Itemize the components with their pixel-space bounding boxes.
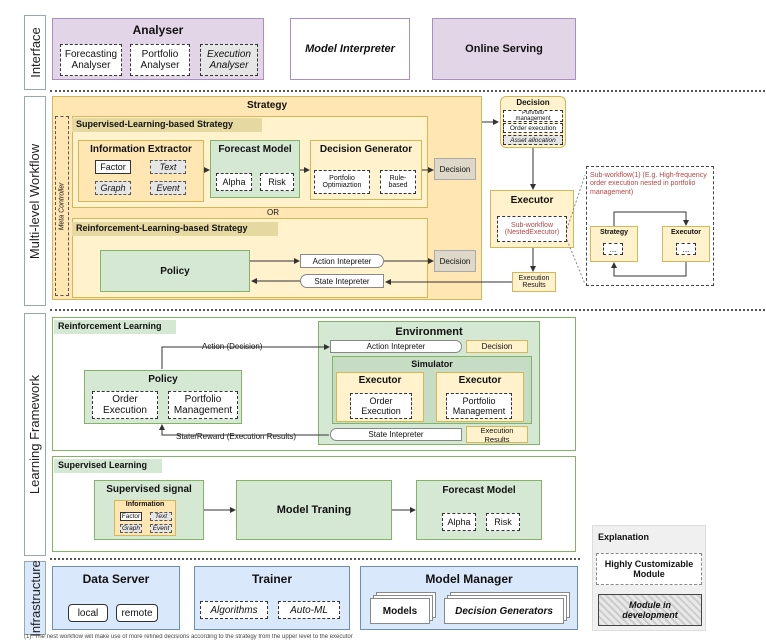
- text-item: Text: [150, 160, 186, 174]
- sl-risk: Risk: [486, 513, 520, 531]
- separator: [50, 309, 765, 311]
- sl-title: Supervised Learning: [54, 459, 162, 473]
- sl-graph: Graph: [120, 524, 142, 533]
- sl-information-title: Information: [125, 501, 165, 508]
- decision-asset: Asset allocation: [503, 135, 563, 145]
- legend-title: Explanation: [598, 532, 650, 542]
- separator: [50, 558, 580, 560]
- data-server-title: Data Server: [82, 572, 150, 586]
- local-button: local: [68, 604, 108, 622]
- sl-text: Text: [150, 512, 172, 521]
- sub-strategy-box: Strategy: [590, 226, 638, 262]
- sl-factor: Factor: [120, 512, 142, 521]
- trainer-title: Trainer: [251, 572, 293, 586]
- row-label-interface: Interface: [24, 15, 46, 90]
- decision-portfolio: Portfolio management: [503, 110, 563, 122]
- algorithms-item: Algorithms: [200, 601, 268, 619]
- model-training-box: Model Traning: [236, 480, 392, 540]
- portfolio-analyser: Portfolio Analyser: [130, 44, 190, 76]
- sim-executor1-title: Executor: [358, 375, 402, 386]
- env-state-interpreter: State Intepreter: [330, 428, 462, 441]
- analyser-title: Analyser: [132, 23, 184, 37]
- sim-portfolio-mgmt: Portfolio Management: [446, 393, 512, 419]
- info-extractor-title: Information Extractor: [90, 144, 192, 155]
- action-interpreter: Action Intepreter: [300, 254, 384, 268]
- sim-order-execution: Order Execution: [350, 393, 412, 419]
- strategy-title: Strategy: [246, 100, 287, 111]
- sl-forecast-model-box: Forecast Model: [416, 480, 542, 540]
- supervised-signal-title: Supervised signal: [106, 484, 192, 495]
- model-interpreter: Model Interpreter: [290, 18, 410, 80]
- trainer-box: Trainer: [194, 566, 350, 630]
- decision-generators-item: Decision Generators: [444, 598, 564, 624]
- event-item: Event: [150, 181, 186, 195]
- rule-based: Rule- based: [380, 170, 416, 194]
- decision-box-title: Decision: [516, 98, 550, 107]
- rl-policy-title: Policy: [148, 374, 178, 385]
- risk-item: Risk: [260, 173, 294, 191]
- sl-strategy-title: Supervised-Learning-based Strategy: [72, 118, 262, 132]
- sl-event: Event: [150, 524, 172, 533]
- sub-workflow: Sub-workflow (NestedExecutor): [497, 216, 567, 242]
- model-manager-title: Model Manager: [425, 572, 513, 586]
- state-interpreter: State Intepreter: [300, 274, 384, 288]
- legend-development: Module in development: [598, 594, 702, 626]
- sl-forecast-model-title: Forecast Model: [442, 485, 516, 496]
- footnote: (1): The nest workflow will make use of …: [24, 634, 353, 640]
- decision-order: Order execution: [503, 123, 563, 133]
- env-action-interpreter: Action Intepreter: [330, 340, 462, 353]
- row-label-workflow: Multi-level Workflow: [24, 96, 46, 306]
- decision-generator-title: Decision Generator: [319, 144, 413, 155]
- forecasting-analyser: Forecasting Analyser: [60, 44, 122, 76]
- execution-results: Execution Results: [512, 272, 556, 292]
- meta-controller: Meta Controller: [55, 116, 69, 296]
- online-serving: Online Serving: [432, 18, 576, 80]
- rl-title: Reinforcement Learning: [54, 320, 176, 334]
- rl-strategy-title: Reinforcement-Learning-based Strategy: [72, 222, 278, 236]
- sim-executor2-title: Executor: [458, 375, 502, 386]
- legend-customizable: Highly Customizable Module: [596, 553, 702, 585]
- models-item: Models: [370, 598, 430, 624]
- subflow-note: Sub-workflow(1) (E.g. High-frequency ord…: [590, 172, 707, 196]
- remote-button: remote: [116, 604, 158, 622]
- policy-portfolio-mgmt: Portfolio Management: [168, 391, 238, 419]
- sl-alpha: Alpha: [442, 513, 476, 531]
- decision-rl: Decision: [434, 250, 476, 272]
- policy-box: Policy: [100, 250, 250, 292]
- separator: [50, 90, 765, 92]
- state-label: State/Reward (Execution Results): [176, 432, 297, 441]
- executor-title: Executor: [510, 195, 554, 206]
- forecast-model-title: Forecast Model: [218, 144, 292, 155]
- policy-order-execution: Order Execution: [92, 391, 158, 419]
- alpha-item: Alpha: [216, 173, 252, 191]
- sub-strategy-title: Strategy: [599, 229, 628, 236]
- factor-item: Factor: [95, 160, 131, 174]
- graph-item: Graph: [95, 181, 131, 195]
- decision-sl: Decision: [434, 158, 476, 180]
- simulator-title: Simulator: [411, 359, 453, 369]
- sub-executor-title: Executor: [671, 229, 701, 236]
- automl-item: Auto-ML: [278, 601, 340, 619]
- environment-title: Environment: [395, 326, 463, 338]
- row-label-infrastructure: Infrastructure: [24, 560, 46, 636]
- sub-executor-ellipsis: ...: [676, 243, 696, 255]
- env-exec-results: Execution Results: [466, 426, 528, 444]
- or-label: OR: [267, 207, 279, 217]
- env-decision: Decision: [466, 340, 528, 353]
- portfolio-optimization: Portfolio Optimiaztion: [314, 170, 370, 194]
- execution-analyser: Execution Analyser: [200, 44, 258, 76]
- sub-strategy-ellipsis: ...: [603, 243, 623, 255]
- row-label-learning: Learning Framework: [24, 313, 46, 556]
